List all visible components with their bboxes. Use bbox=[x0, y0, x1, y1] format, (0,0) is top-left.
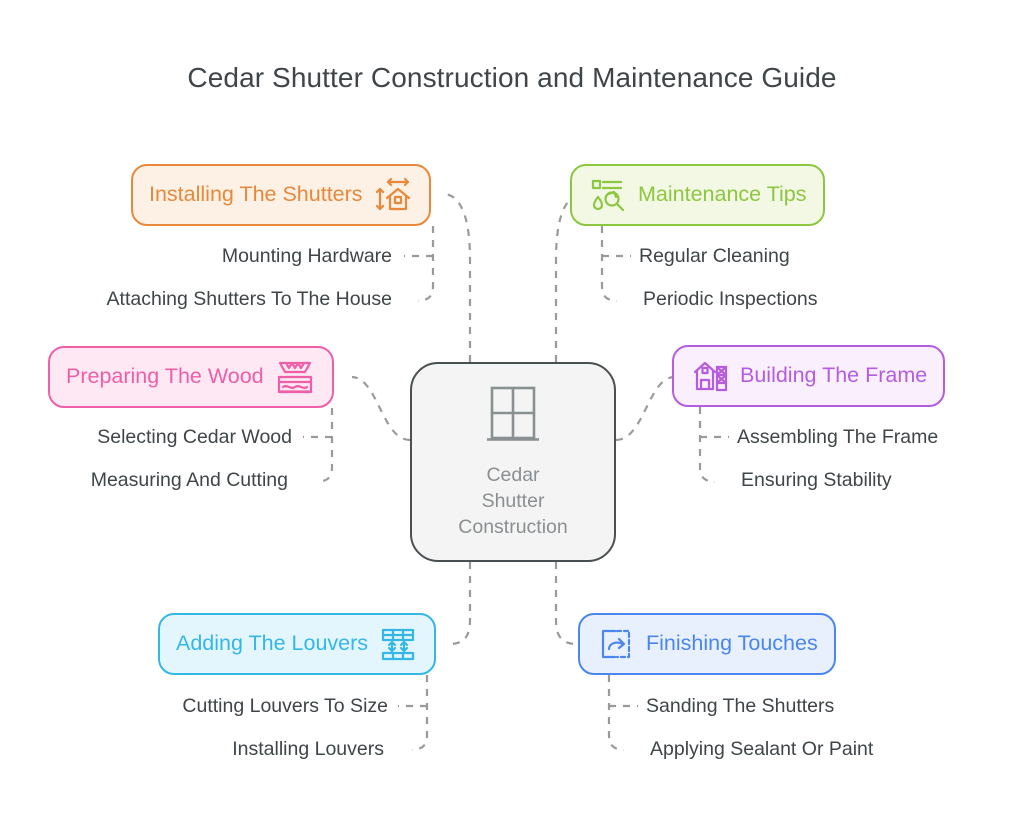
branch-label-maintenance: Maintenance Tips bbox=[638, 182, 807, 207]
leaf-periodic-inspections: Periodic Inspections bbox=[643, 288, 818, 310]
connector-center-installing bbox=[444, 192, 472, 362]
flip-transform-icon bbox=[596, 624, 636, 664]
leaf-measuring-and-cutting: Measuring And Cutting bbox=[90, 469, 288, 491]
wood-plank-saw-icon bbox=[274, 357, 316, 397]
leaf-installing-louvers: Installing Louvers bbox=[232, 738, 384, 760]
connector-finishing-spine bbox=[607, 675, 625, 752]
leaf-selecting-cedar-wood: Selecting Cedar Wood bbox=[97, 426, 292, 448]
connector-preparing-spine bbox=[316, 408, 334, 484]
branch-label-preparing: Preparing The Wood bbox=[66, 364, 264, 389]
house-scaffolding-icon bbox=[690, 356, 730, 396]
connector-center-finishing bbox=[554, 562, 579, 646]
branch-node-louvers[interactable]: Adding The Louvers bbox=[158, 613, 437, 675]
central-node-label: Cedar Shutter Construction bbox=[458, 464, 568, 538]
branch-label-building: Building The Frame bbox=[740, 363, 928, 388]
branch-node-installing[interactable]: Installing The Shutters bbox=[131, 164, 431, 226]
connector-louvers-spine bbox=[411, 675, 429, 752]
connector-center-preparing bbox=[351, 375, 411, 442]
leaf-applying-sealant-or-paint: Applying Sealant Or Paint bbox=[650, 738, 874, 760]
leaf-assembling-the-frame: Assembling The Frame bbox=[737, 426, 939, 448]
window-icon bbox=[484, 384, 542, 451]
house-dimensions-icon bbox=[373, 175, 413, 215]
connector-center-building bbox=[615, 375, 675, 442]
leaf-ensuring-stability: Ensuring Stability bbox=[741, 469, 892, 491]
page-title: Cedar Shutter Construction and Maintenan… bbox=[187, 62, 837, 93]
branch-label-installing: Installing The Shutters bbox=[149, 182, 363, 207]
branch-label-louvers: Adding The Louvers bbox=[176, 631, 369, 656]
leaf-cutting-louvers-to-size: Cutting Louvers To Size bbox=[182, 695, 388, 717]
branch-node-building[interactable]: Building The Frame bbox=[672, 345, 946, 407]
branch-node-preparing[interactable]: Preparing The Wood bbox=[48, 346, 334, 408]
connector-building-spine bbox=[698, 407, 716, 484]
central-node[interactable]: Cedar Shutter Construction bbox=[410, 362, 616, 562]
branch-node-finishing[interactable]: Finishing Touches bbox=[578, 613, 836, 675]
branch-node-maintenance[interactable]: Maintenance Tips bbox=[570, 164, 825, 226]
maintenance-wrench-icon bbox=[588, 175, 628, 215]
connector-center-louvers bbox=[447, 562, 472, 646]
connector-installing-spine bbox=[417, 226, 435, 303]
leaf-mounting-hardware: Mounting Hardware bbox=[221, 245, 392, 267]
branch-label-finishing: Finishing Touches bbox=[646, 631, 818, 656]
louver-slats-icon bbox=[378, 624, 418, 664]
leaf-regular-cleaning: Regular Cleaning bbox=[639, 245, 790, 267]
connector-maintenance-spine bbox=[600, 226, 618, 303]
leaf-attaching-shutters: Attaching Shutters To The House bbox=[106, 288, 392, 310]
leaf-sanding-the-shutters: Sanding The Shutters bbox=[646, 695, 835, 717]
